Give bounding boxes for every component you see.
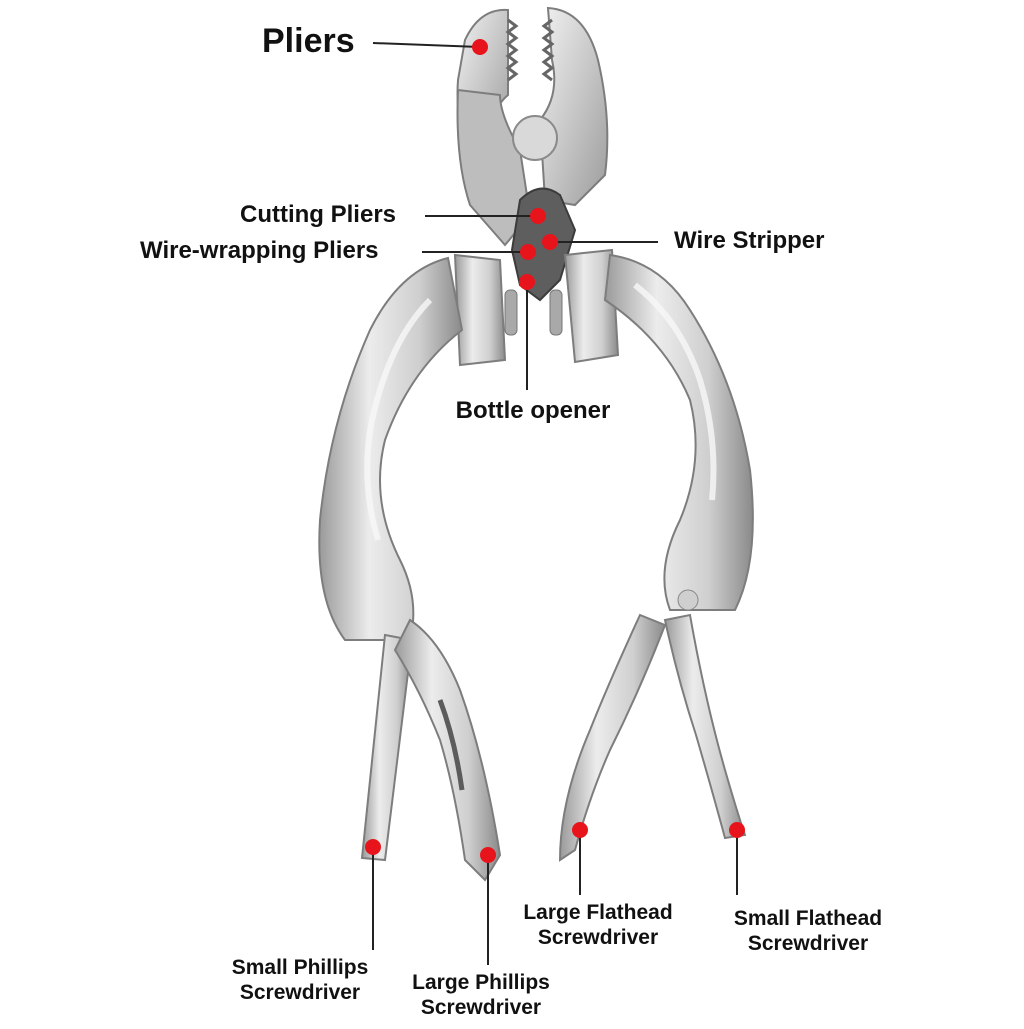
markers (365, 39, 745, 863)
marker-wire-wrapping-pliers (520, 244, 536, 260)
label-small-flathead-screwdriver: Small Flathead Screwdriver (734, 906, 882, 956)
marker-pliers (472, 39, 488, 55)
marker-large-phillips (480, 847, 496, 863)
marker-large-flathead (572, 822, 588, 838)
label-large-phillips-screwdriver: Large Phillips Screwdriver (412, 970, 550, 1020)
right-screwdriver-blades (558, 613, 747, 862)
label-bottle-opener: Bottle opener (455, 397, 611, 424)
marker-small-phillips (365, 839, 381, 855)
leader-lines (372, 42, 738, 965)
left-handle (318, 256, 464, 641)
label-pliers: Pliers (262, 22, 355, 60)
marker-wire-stripper (542, 234, 558, 250)
label-large-phillips-line2: Screwdriver (420, 996, 542, 1020)
marker-bottle-opener (519, 274, 535, 290)
label-large-flathead-line1: Large Flathead (523, 901, 673, 924)
right-handle (603, 253, 754, 611)
label-small-flathead-line2: Screwdriver (747, 932, 869, 956)
label-cutting-pliers: Cutting Pliers (240, 201, 397, 228)
label-large-flathead-screwdriver: Large Flathead Screwdriver (523, 900, 672, 950)
label-small-phillips-line2: Screwdriver (239, 981, 361, 1005)
leader-pliers (372, 42, 481, 48)
left-screwdriver-blades (360, 618, 502, 882)
label-large-flathead-line2: Screwdriver (537, 926, 659, 950)
label-wire-stripper: Wire Stripper (674, 227, 825, 254)
label-small-flathead-line1: Small Flathead (733, 907, 883, 930)
marker-cutting-pliers (530, 208, 546, 224)
label-small-phillips-line1: Small Phillips (231, 956, 369, 979)
marker-small-flathead (729, 822, 745, 838)
label-large-phillips-line1: Large Phillips (412, 971, 550, 994)
label-small-phillips-screwdriver: Small Phillips Screwdriver (232, 955, 369, 1005)
label-wire-wrapping-pliers: Wire-wrapping Pliers (140, 237, 379, 264)
